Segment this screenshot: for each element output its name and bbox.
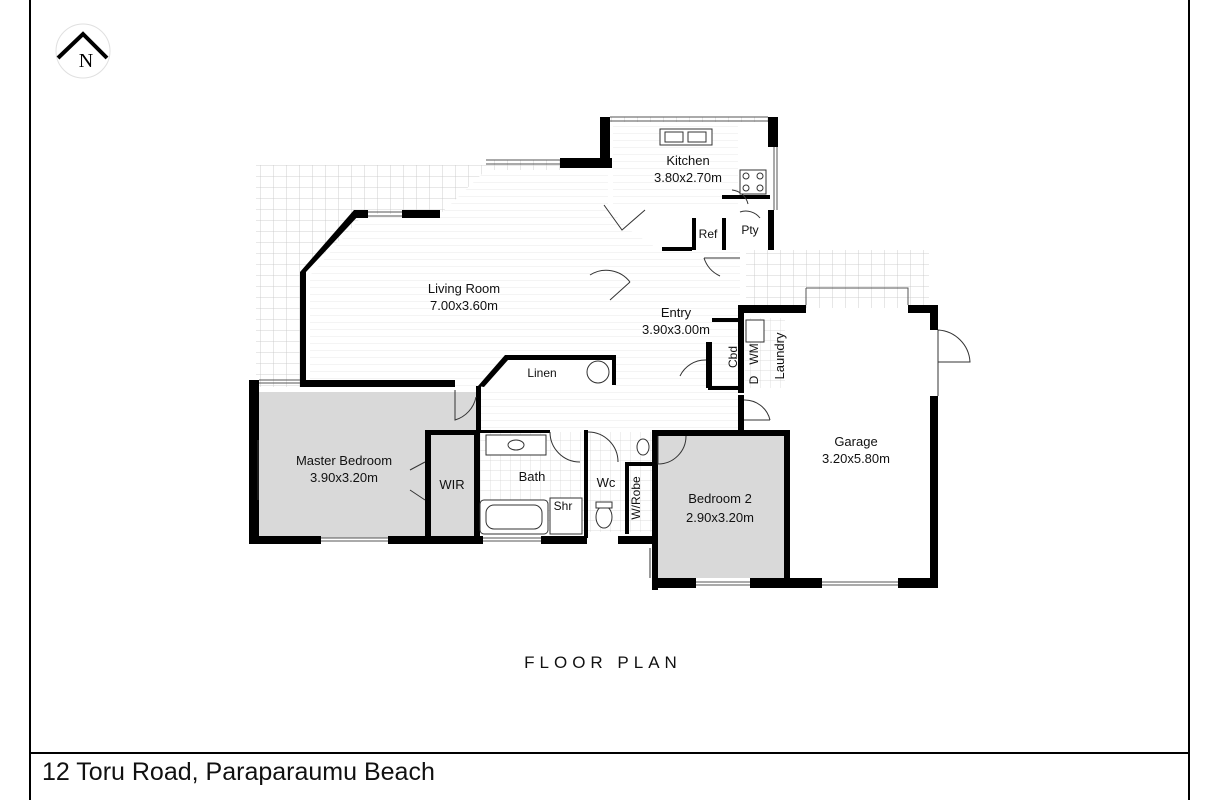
ref-label: Ref	[699, 227, 718, 241]
entry-deck	[746, 250, 929, 308]
kitchen-size: 3.80x2.70m	[654, 170, 722, 185]
washing-machine-label: WM	[747, 343, 761, 364]
garage-name: Garage	[834, 434, 877, 449]
bedroom2-size: 2.90x3.20m	[686, 510, 754, 525]
dryer-label: D	[747, 375, 761, 384]
laundry-tub-icon	[745, 319, 765, 343]
linen-label: Linen	[527, 366, 556, 380]
wc-label: Wc	[597, 475, 616, 490]
windows	[259, 116, 909, 586]
decks	[256, 117, 929, 387]
bedroom2-floor	[656, 434, 784, 578]
bedroom2-name: Bedroom 2	[688, 491, 752, 506]
living-floor	[310, 170, 740, 386]
toilet-icon	[595, 505, 613, 529]
living-size: 7.00x3.60m	[430, 298, 498, 313]
living-name: Living Room	[428, 281, 500, 296]
hot-water-cylinder-icon	[586, 360, 610, 384]
compass-letter: N	[79, 50, 93, 72]
master-size: 3.90x3.20m	[310, 470, 378, 485]
hallway-floor	[478, 388, 740, 428]
pantry-label: Pty	[741, 223, 758, 237]
garage-size: 3.20x5.80m	[822, 451, 890, 466]
living-deck-north	[256, 160, 560, 387]
property-address: 12 Toru Road, Paraparaumu Beach	[42, 758, 435, 786]
bath-label: Bath	[519, 469, 546, 484]
doors	[257, 189, 971, 578]
walls	[249, 117, 938, 590]
master-west-wall	[249, 380, 259, 543]
wc-basin-icon	[636, 438, 650, 456]
wardrobe-label: W/Robe	[629, 476, 643, 520]
shower-label: Shr	[554, 499, 573, 513]
master-name: Master Bedroom	[296, 453, 392, 468]
wir-floor	[428, 434, 476, 538]
wir-label: WIR	[439, 477, 464, 492]
page-border	[29, 0, 1190, 800]
shower-icon	[549, 497, 583, 535]
floor-plan-caption: FLOOR PLAN	[524, 653, 682, 672]
entry-size: 3.90x3.00m	[642, 322, 710, 337]
fixtures	[479, 128, 767, 535]
kitchen-name: Kitchen	[666, 153, 709, 168]
room-labels: Kitchen 3.80x2.70m Living Room 7.00x3.60…	[296, 153, 890, 525]
living-door-swing	[589, 269, 631, 283]
laundry-label: Laundry	[772, 332, 787, 379]
cupboard-label: Cbd	[726, 346, 740, 368]
north-arrow-icon: N	[55, 23, 111, 79]
entry-name: Entry	[661, 305, 692, 320]
kitchen-window-deck	[605, 117, 775, 122]
